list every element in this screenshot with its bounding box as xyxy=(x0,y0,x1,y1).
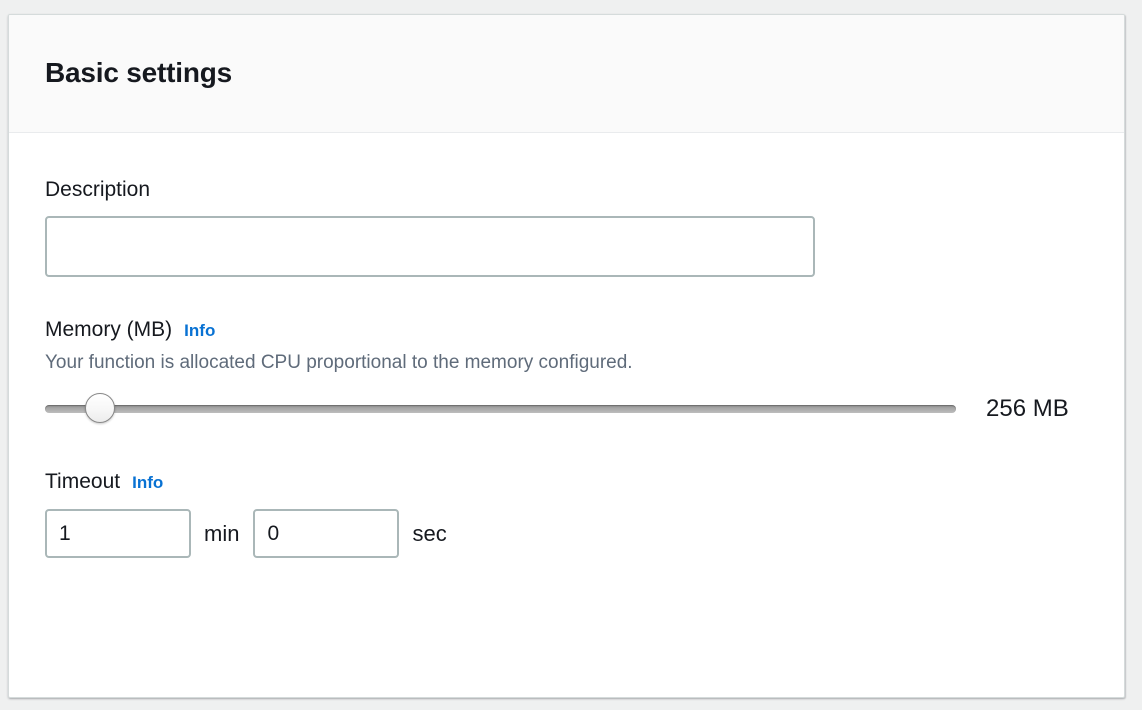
memory-label-row: Memory (MB) Info xyxy=(45,317,1088,343)
memory-slider-thumb[interactable] xyxy=(84,393,115,424)
memory-label: Memory (MB) xyxy=(45,318,173,342)
memory-info-link[interactable]: Info xyxy=(184,321,216,341)
description-label-row: Description xyxy=(45,177,1088,203)
panel-header: Basic settings xyxy=(9,15,1124,133)
memory-slider[interactable] xyxy=(45,393,956,425)
timeout-form-group: Timeout Info min sec xyxy=(45,469,1088,559)
timeout-label-row: Timeout Info xyxy=(45,469,1088,495)
description-form-group: Description xyxy=(45,177,1088,278)
timeout-seconds-unit-label: sec xyxy=(412,520,447,546)
memory-slider-row: 256 MB xyxy=(45,393,1088,425)
memory-description: Your function is allocated CPU proportio… xyxy=(45,351,633,373)
memory-form-group: Memory (MB) Info Your function is alloca… xyxy=(45,317,1088,425)
description-input[interactable] xyxy=(45,216,815,278)
timeout-label: Timeout xyxy=(45,470,121,494)
timeout-inputs-row: min sec xyxy=(45,509,1088,559)
description-label: Description xyxy=(45,178,151,201)
panel-body: Description Memory (MB) Info Your functi… xyxy=(9,133,1124,559)
timeout-info-link[interactable]: Info xyxy=(132,473,164,493)
page-title: Basic settings xyxy=(45,57,233,89)
memory-slider-track[interactable] xyxy=(45,405,956,414)
timeout-minutes-unit-label: min xyxy=(204,520,240,546)
timeout-minutes-input[interactable] xyxy=(45,509,191,559)
timeout-seconds-input[interactable] xyxy=(253,509,400,559)
memory-value-text: 256 MB xyxy=(986,395,1069,423)
basic-settings-panel: Basic settings Description Memory (MB) I… xyxy=(8,14,1125,698)
